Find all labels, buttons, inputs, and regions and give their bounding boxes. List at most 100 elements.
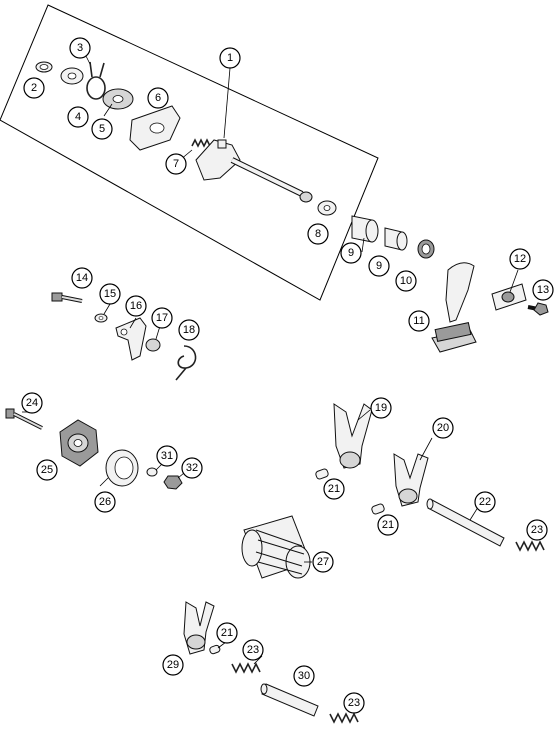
assembly-frame — [0, 4, 379, 301]
callout-14: 14 — [71, 267, 93, 289]
part-1-shift-shaft — [195, 139, 313, 203]
callout-24-label: 24 — [26, 397, 38, 409]
part-24-bolt — [5, 408, 43, 430]
callout-30: 30 — [293, 665, 315, 687]
callout-1-label: 1 — [227, 52, 233, 64]
part-22-fork-rail — [426, 498, 505, 547]
callout-21a: 21 — [323, 478, 345, 500]
callout-22-label: 22 — [479, 496, 491, 508]
part-7-spring — [191, 138, 211, 148]
callout-27-label: 27 — [317, 556, 329, 568]
part-30-fork-rail — [260, 683, 319, 717]
callout-32: 32 — [181, 457, 203, 479]
callout-10: 10 — [395, 270, 417, 292]
callout-11-label: 11 — [413, 315, 424, 327]
callout-9a-label: 9 — [348, 247, 354, 259]
callout-29-label: 29 — [167, 659, 179, 671]
part-27-shift-drum — [241, 515, 311, 579]
callout-23a: 23 — [526, 519, 548, 541]
callout-25-label: 25 — [41, 464, 53, 476]
callout-21a-label: 21 — [328, 483, 340, 495]
part-12-lever-washer — [491, 283, 527, 311]
callout-16: 16 — [125, 295, 147, 317]
part-5-cam-plate — [102, 88, 134, 110]
part-23-spring-a — [515, 540, 545, 552]
part-23-spring-c — [329, 712, 359, 724]
callout-21c: 21 — [216, 622, 238, 644]
part-20-shift-fork — [393, 453, 429, 507]
part-10-seal — [417, 239, 435, 259]
callout-7-label: 7 — [173, 158, 179, 170]
part-9-bushing-b — [384, 227, 408, 251]
callout-23c: 23 — [343, 692, 365, 714]
part-13-lever-bolt — [527, 302, 549, 316]
callout-3-label: 3 — [77, 42, 83, 54]
part-8-washer — [317, 200, 337, 216]
callout-15: 15 — [99, 283, 121, 305]
part-31-pin — [146, 467, 158, 477]
callout-7: 7 — [165, 153, 187, 175]
part-25-shift-drum-star — [59, 419, 99, 467]
callout-13-label: 13 — [537, 284, 549, 296]
callout-4: 4 — [67, 106, 89, 128]
callout-8: 8 — [307, 223, 329, 245]
callout-2-label: 2 — [31, 82, 37, 94]
callout-31: 31 — [156, 445, 178, 467]
part-2-circlip — [35, 61, 53, 73]
callout-2: 2 — [23, 77, 45, 99]
callout-29: 29 — [162, 654, 184, 676]
callout-21c-label: 21 — [221, 627, 233, 639]
callout-15-label: 15 — [104, 288, 116, 300]
callout-21b: 21 — [377, 514, 399, 536]
part-21-pin-b — [371, 503, 385, 515]
part-18-detent-spring — [175, 345, 197, 381]
callout-6: 6 — [147, 87, 169, 109]
callout-17: 17 — [151, 307, 173, 329]
callout-9b: 9 — [368, 255, 390, 277]
callout-21b-label: 21 — [382, 519, 394, 531]
part-16-detent-lever — [115, 317, 147, 361]
callout-24: 24 — [21, 392, 43, 414]
callout-1: 1 — [219, 47, 241, 69]
callout-14-label: 14 — [76, 272, 88, 284]
callout-4-label: 4 — [75, 111, 81, 123]
part-26-bearing — [105, 449, 139, 487]
callout-5: 5 — [91, 118, 113, 140]
part-9-bushing-a — [351, 215, 379, 243]
callout-23c-label: 23 — [348, 697, 360, 709]
part-6-guide-plate — [129, 105, 181, 151]
callout-27: 27 — [312, 551, 334, 573]
callout-32-label: 32 — [186, 462, 198, 474]
callout-25: 25 — [36, 459, 58, 481]
callout-12-label: 12 — [514, 253, 526, 265]
callout-9a: 9 — [340, 242, 362, 264]
callout-19-label: 19 — [375, 402, 387, 414]
part-32-nut — [163, 475, 183, 490]
part-21-pin-c — [209, 644, 221, 655]
callout-5-label: 5 — [99, 123, 105, 135]
part-4-return-spring — [86, 61, 106, 100]
part-21-pin-a — [315, 468, 329, 480]
callout-8-label: 8 — [315, 228, 321, 240]
callout-18-label: 18 — [183, 324, 195, 336]
callout-19: 19 — [370, 397, 392, 419]
callout-16-label: 16 — [130, 300, 142, 312]
callout-23b-label: 23 — [247, 644, 259, 656]
callout-26-label: 26 — [99, 496, 111, 508]
callout-12: 12 — [509, 248, 531, 270]
part-11-shift-lever — [431, 262, 477, 353]
callout-18: 18 — [178, 319, 200, 341]
part-15-washer — [94, 313, 108, 323]
callout-10-label: 10 — [400, 275, 412, 287]
callout-3: 3 — [69, 37, 91, 59]
callout-20: 20 — [432, 417, 454, 439]
callout-22: 22 — [474, 491, 496, 513]
part-19-shift-fork — [333, 403, 373, 469]
callout-6-label: 6 — [155, 92, 161, 104]
callout-20-label: 20 — [437, 422, 449, 434]
callout-9b-label: 9 — [376, 260, 382, 272]
callout-23a-label: 23 — [531, 524, 543, 536]
callout-23b: 23 — [242, 639, 264, 661]
part-3-washer — [60, 67, 84, 85]
